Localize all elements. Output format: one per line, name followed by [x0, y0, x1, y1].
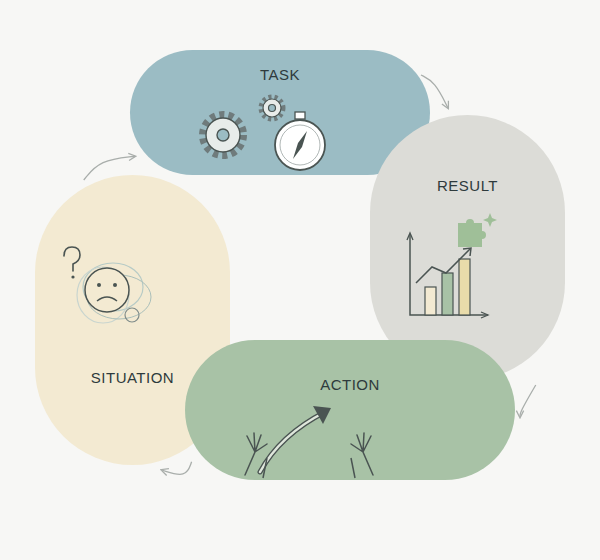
- cycle-arrow: [520, 385, 536, 417]
- stage-label: ACTION: [185, 376, 515, 393]
- cycle-arrow: [162, 462, 192, 475]
- task-pill: TASK: [130, 50, 430, 175]
- stage-label: TASK: [130, 66, 430, 83]
- action-pill: ACTION: [185, 340, 515, 480]
- stage-label: RESULT: [370, 177, 565, 194]
- raised-arms-icon: [185, 340, 475, 480]
- confused-face-icon: [35, 175, 190, 465]
